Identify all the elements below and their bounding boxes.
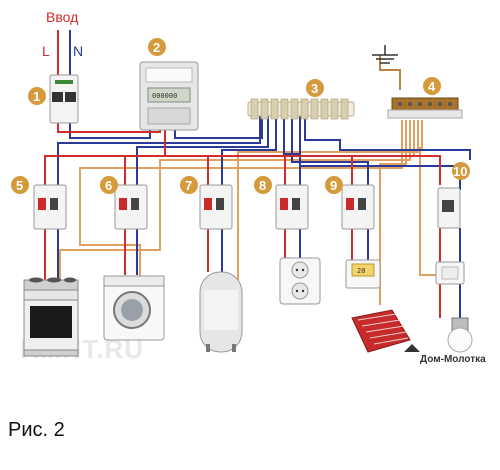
breaker-7 (199, 184, 233, 230)
phase-label: L (42, 43, 50, 59)
marker-10: 10 (452, 162, 470, 180)
figure-caption: Рис. 2 (8, 419, 65, 441)
breaker-8 (275, 184, 309, 230)
socket-icon (279, 257, 321, 305)
water-heater-icon (199, 271, 243, 353)
marker-7: 7 (180, 176, 198, 194)
marker-4: 4 (423, 77, 441, 95)
breaker-6 (114, 184, 148, 230)
stove-icon (23, 277, 79, 357)
breaker-10 (437, 187, 461, 229)
main-breaker (49, 74, 79, 124)
ground-symbol (372, 45, 398, 64)
svg-text:9: 9 (330, 178, 337, 193)
ground-wires (59, 55, 440, 305)
marker-9: 9 (325, 176, 343, 194)
marker-1: 1 (28, 87, 46, 105)
svg-text:6: 6 (105, 178, 112, 193)
thermostat-icon: 20 (345, 259, 381, 289)
svg-text:4: 4 (428, 79, 436, 94)
neutral-bus (247, 98, 355, 120)
marker-3: 3 (306, 79, 324, 97)
svg-text:7: 7 (185, 178, 192, 193)
neutral-wires (57, 30, 471, 318)
breaker-9 (341, 184, 375, 230)
thermostat-display: 20 (357, 267, 365, 275)
phase-wires (44, 30, 441, 318)
heating-mat-icon (351, 309, 411, 353)
svg-text:000000: 000000 (152, 92, 177, 100)
light-switch-icon (435, 261, 465, 285)
svg-text:3: 3 (311, 81, 318, 96)
markers: 1 2 3 4 5 6 7 8 9 10 (11, 38, 470, 194)
ground-bus (387, 97, 463, 119)
lightbulb-icon (447, 317, 473, 353)
washing-machine-icon (103, 275, 165, 341)
marker-2: 2 (148, 38, 166, 56)
svg-text:1: 1 (33, 89, 40, 104)
svg-text:2: 2 (153, 40, 160, 55)
breaker-5 (33, 184, 67, 230)
marker-6: 6 (100, 176, 118, 194)
electricity-meter: 000000 (139, 61, 199, 131)
neutral-label: N (73, 43, 83, 59)
input-label: Ввод (46, 9, 78, 25)
svg-text:8: 8 (259, 178, 266, 193)
svg-text:5: 5 (16, 178, 23, 193)
marker-8: 8 (254, 176, 272, 194)
logo-text: Дом-Молотка (420, 354, 486, 365)
site-logo: Дом-Молотка (404, 344, 486, 365)
svg-text:10: 10 (453, 164, 467, 179)
marker-5: 5 (11, 176, 29, 194)
